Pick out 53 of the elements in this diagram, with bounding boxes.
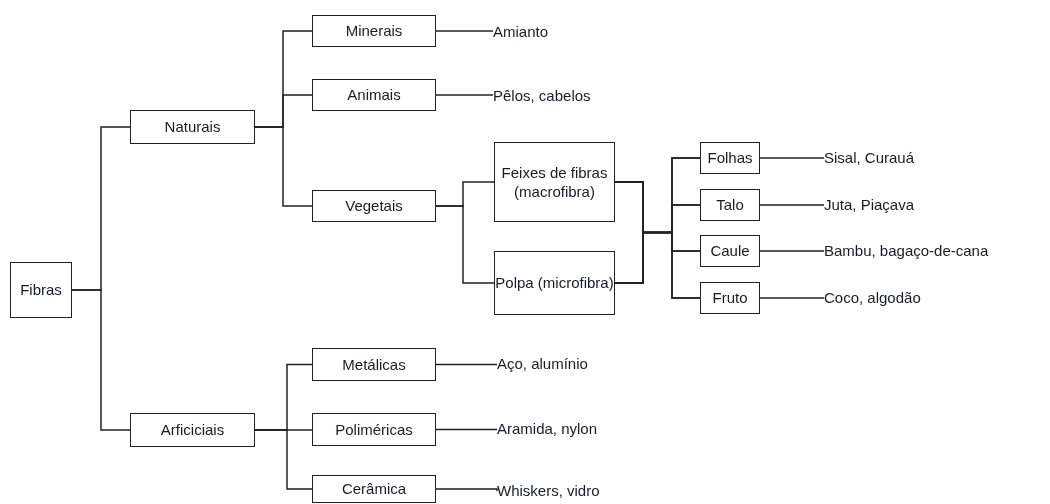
connector-line <box>435 205 495 284</box>
connector-line <box>435 488 498 492</box>
category-box <box>10 262 72 318</box>
example-text: Pêlos, cabelos <box>493 85 591 107</box>
category-box <box>312 475 436 503</box>
box-label: Feixes de fibras (macrofibra) <box>500 162 609 202</box>
category-box <box>312 15 436 47</box>
box-label: Naturais <box>164 117 221 137</box>
category-box <box>312 413 436 446</box>
box-label: Metálicas <box>342 354 406 375</box>
box-label: Fruto <box>712 288 748 308</box>
example-text: Whiskers, vidro <box>497 480 600 502</box>
category-box <box>312 348 436 381</box>
category-box <box>312 190 436 222</box>
box-label: Talo <box>716 195 744 215</box>
example-text: Aço, alumínio <box>497 353 588 375</box>
box-label: Fibras <box>20 280 62 300</box>
example-text: Sisal, Curauá <box>824 147 915 169</box>
category-box <box>130 413 255 447</box>
category-box <box>494 142 615 222</box>
connector-line <box>614 231 701 299</box>
connector-line <box>759 250 825 252</box>
example-text: Bambu, bagaço-de-cana <box>824 240 989 262</box>
category-box <box>700 142 760 174</box>
box-label: Poliméricas <box>335 419 413 440</box>
example-text: Juta, Piaçava <box>824 194 915 216</box>
box-label: Arficiciais <box>160 420 225 440</box>
category-box <box>700 189 760 221</box>
connector-line <box>254 429 313 490</box>
example-text: Amianto <box>493 21 549 43</box>
box-label: Cerâmica <box>341 479 407 499</box>
category-box <box>130 110 255 144</box>
box-label: Polpa (microfibra) <box>495 273 614 293</box>
box-label: Vegetais <box>345 196 403 216</box>
connector-line <box>435 30 494 32</box>
connector-line <box>759 297 825 299</box>
box-label: Animais <box>347 85 401 105</box>
connector-line <box>254 126 313 207</box>
example-text: Aramida, nylon <box>497 418 598 440</box>
connector-line <box>71 289 131 431</box>
box-label: Folhas <box>707 148 753 168</box>
box-label: Caule <box>710 241 750 261</box>
connector-line <box>435 94 494 96</box>
connector-line <box>435 428 498 431</box>
connector-line <box>759 204 825 206</box>
category-box <box>700 282 760 314</box>
connector-line <box>759 157 825 159</box>
category-box <box>494 251 615 315</box>
example-text: Coco, algodão <box>824 287 921 309</box>
connector-line <box>435 363 498 366</box>
category-box <box>700 235 760 267</box>
category-box <box>312 79 436 111</box>
box-label: Minerais <box>345 21 403 41</box>
